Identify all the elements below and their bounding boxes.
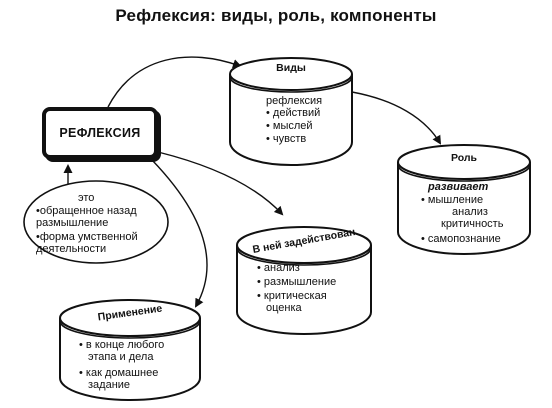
arrow-to-components xyxy=(157,151,284,216)
components-item-4: оценка xyxy=(266,302,302,314)
kinds-item-1: действий xyxy=(266,107,320,119)
center-box: РЕФЛЕКСИЯ xyxy=(42,107,158,159)
kinds-header: Виды xyxy=(276,62,306,74)
arrow-to-kinds xyxy=(107,56,242,108)
role-item-1: мышление xyxy=(421,194,483,206)
diagram-title: Рефлексия: виды, роль, компоненты xyxy=(115,6,437,25)
definition-ellipse xyxy=(23,180,169,264)
role-item-3: критичность xyxy=(441,218,504,230)
role-header: Роль xyxy=(450,152,478,164)
definition-item-1: •обращенное назад размышление xyxy=(36,205,137,229)
center-label: РЕФЛЕКСИЯ xyxy=(59,126,141,140)
application-item-1: в конце любого xyxy=(79,339,164,351)
kinds-lead: рефлексия xyxy=(266,95,323,107)
role-cylinder xyxy=(397,144,531,255)
arrow-to-role xyxy=(351,91,442,145)
components-item-3: критическая xyxy=(257,290,327,302)
application-item-3: как домашнее xyxy=(79,367,158,379)
role-item-2: анализ xyxy=(452,206,488,218)
role-lead: развивает xyxy=(428,181,489,193)
application-item-4: задание xyxy=(88,379,131,391)
components-item-2: размышление xyxy=(257,276,336,288)
application-item-2: этапа и дела xyxy=(88,351,154,363)
definition-item-2: •форма умственной деятельности xyxy=(36,231,138,255)
kinds-item-2: мыслей xyxy=(266,120,313,132)
definition-lead: это xyxy=(78,192,95,204)
role-item-4: самопознание xyxy=(421,233,501,245)
kinds-cylinder xyxy=(229,57,353,166)
components-item-1: анализ xyxy=(257,262,300,274)
arrow-to-application xyxy=(151,159,208,308)
kinds-item-3: чувств xyxy=(266,133,306,145)
